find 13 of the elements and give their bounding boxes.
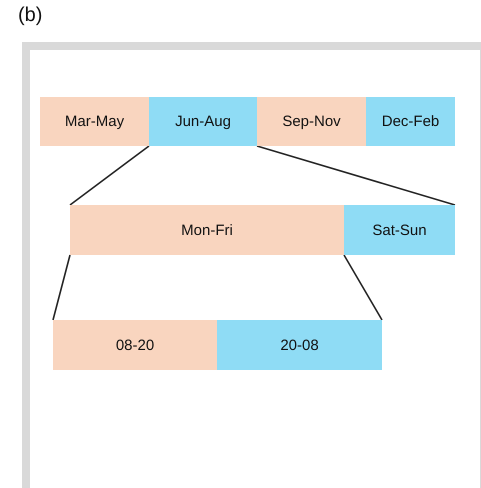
connector-line xyxy=(52,254,71,320)
time-period-block: Mon-Fri xyxy=(70,205,344,255)
panel-label: (b) xyxy=(18,4,42,27)
connector-line xyxy=(343,254,383,320)
time-period-block: Sat-Sun xyxy=(344,205,455,255)
time-period-block: 08-20 xyxy=(53,320,217,370)
connector-line xyxy=(70,145,150,206)
time-period-block: Mar-May xyxy=(40,97,149,146)
time-period-block: 20-08 xyxy=(217,320,382,370)
time-period-block: Dec-Feb xyxy=(366,97,455,146)
time-period-block: Sep-Nov xyxy=(257,97,366,146)
connector-line xyxy=(256,145,456,206)
time-period-block: Jun-Aug xyxy=(149,97,257,146)
